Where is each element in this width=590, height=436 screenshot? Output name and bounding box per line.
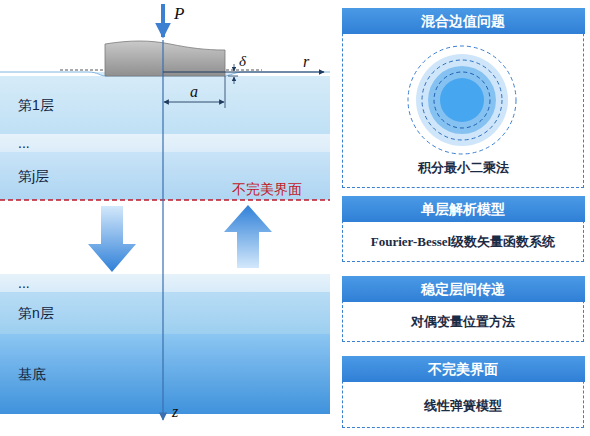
- layer-band: 第n层: [0, 292, 330, 334]
- panel-body: Fourier-Bessel级数矢量函数系统: [343, 233, 583, 251]
- panel-body: 积分最小二乘法: [343, 159, 583, 177]
- layer-fill: [0, 274, 330, 292]
- symbol-label: r: [303, 54, 309, 70]
- symbol-label: P: [174, 5, 184, 22]
- imperfect-interface-line: [0, 199, 330, 200]
- layer-label: 第j层: [18, 169, 49, 183]
- symbol-label: δ: [239, 54, 246, 69]
- panel-body: 对偶变量位置方法: [343, 313, 583, 331]
- panel-title: 不完美界面: [342, 356, 585, 382]
- interface-label: 不完美界面: [232, 182, 302, 196]
- panel-body: 线性弹簧模型: [343, 397, 583, 415]
- z-axis: [162, 40, 163, 420]
- panel-title: 稳定层间传递: [342, 276, 585, 302]
- transfer-arrow-up: [224, 205, 272, 268]
- layer-label: ...: [18, 136, 30, 150]
- layer-fill: [0, 152, 330, 200]
- depth-dimension: [234, 64, 235, 71]
- layer-label: ...: [18, 276, 30, 290]
- layer-fill: [0, 76, 330, 134]
- original-surface: [60, 70, 104, 71]
- layer-fill: [0, 292, 330, 334]
- method-panel: 稳定层间传递对偶变量位置方法: [342, 276, 584, 342]
- layer-band: 基底: [0, 334, 330, 414]
- symbol-label: a: [190, 84, 198, 100]
- radius-dimension: [164, 102, 224, 103]
- transfer-arrow-down: [88, 206, 136, 272]
- panel-title: 混合边值问题: [342, 8, 585, 34]
- concentric-circles: [408, 46, 516, 154]
- layer-fill: [0, 134, 330, 152]
- dimension-tick: [225, 76, 226, 108]
- layer-label: 基底: [18, 367, 46, 381]
- method-panel: 混合边值问题积分最小二乘法: [342, 8, 584, 188]
- load-arrow: [161, 4, 165, 37]
- layer-band: 第1层: [0, 76, 330, 134]
- r-axis: [163, 72, 324, 73]
- layer-band: ...: [0, 134, 330, 152]
- layer-fill: [0, 334, 330, 414]
- method-panel: 单层解析模型 Fourier-Bessel级数矢量函数系统: [342, 196, 584, 262]
- original-surface: [226, 70, 262, 71]
- panel-title: 单层解析模型: [342, 196, 585, 222]
- symbol-label: z: [172, 404, 178, 420]
- dimension-tick: [228, 76, 238, 77]
- punch: [105, 41, 225, 76]
- layer-band: ...: [0, 274, 330, 292]
- layer-label: 第n层: [18, 306, 54, 320]
- method-panel: 不完美界面线性弹簧模型: [342, 356, 584, 428]
- layer-label: 第1层: [18, 98, 54, 112]
- depth-dimension: [234, 77, 235, 84]
